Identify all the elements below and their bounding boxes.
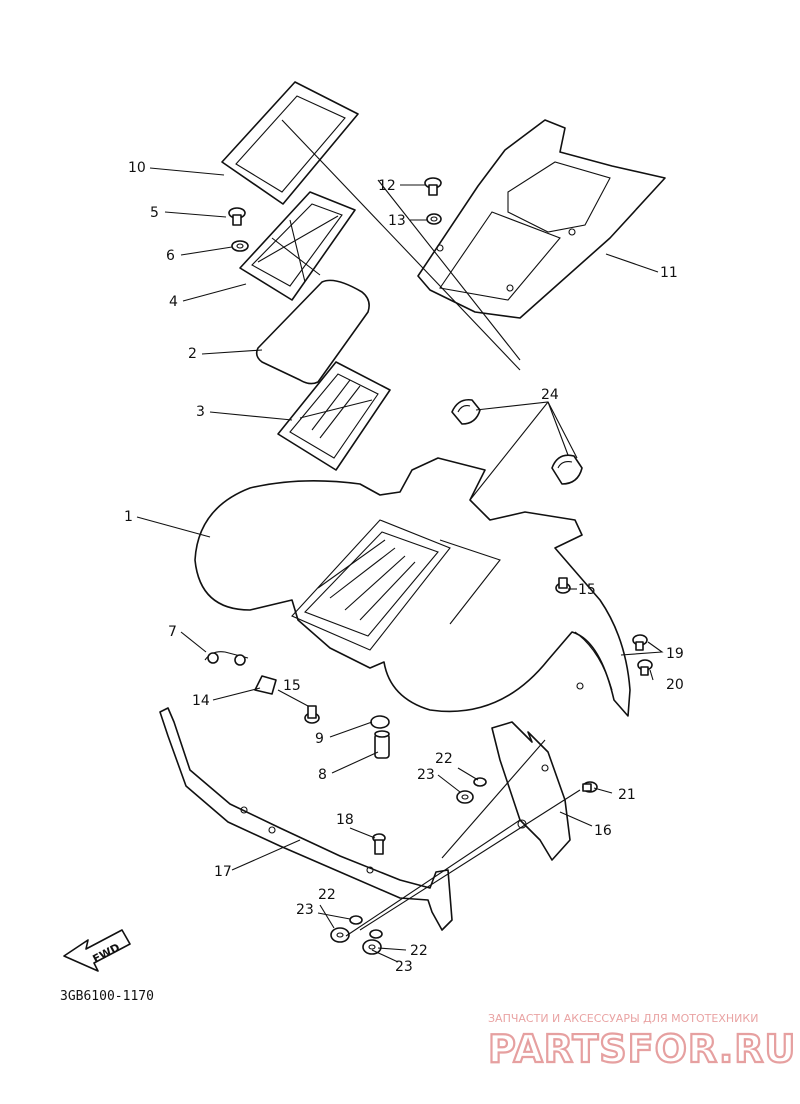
callout-4: 4 bbox=[169, 294, 178, 310]
callout-15-left: 15 bbox=[283, 678, 301, 694]
callout-23-lower-right: 23 bbox=[395, 959, 413, 975]
part-1-rear-fender bbox=[194, 457, 631, 717]
part-2-filter bbox=[255, 279, 370, 385]
part-6-washer bbox=[231, 240, 249, 252]
callout-16: 16 bbox=[594, 823, 612, 839]
part-10-seal bbox=[221, 81, 359, 205]
part-16-flap bbox=[491, 721, 571, 861]
callout-labels: 10 5 6 4 2 3 1 7 14 15 9 8 12 13 11 24 1… bbox=[124, 160, 684, 975]
callout-6: 6 bbox=[166, 248, 175, 264]
callout-8: 8 bbox=[318, 767, 327, 783]
part-21-screw bbox=[582, 781, 598, 793]
callout-1: 1 bbox=[124, 509, 133, 525]
part-24-grommet-a bbox=[451, 398, 481, 425]
part-23-nut-lower-left bbox=[330, 927, 350, 943]
part-15-bolt-left bbox=[304, 705, 320, 724]
callout-23-lower-left: 23 bbox=[296, 902, 314, 918]
callout-20: 20 bbox=[666, 677, 684, 693]
callout-2: 2 bbox=[188, 346, 197, 362]
callout-7: 7 bbox=[168, 624, 177, 640]
part-17-stay bbox=[159, 707, 453, 931]
part-15-bolt-right bbox=[555, 577, 571, 594]
callout-19: 19 bbox=[666, 646, 684, 662]
part-20-screw bbox=[637, 659, 653, 676]
part-8-collar bbox=[374, 730, 390, 759]
part-11-cover bbox=[417, 119, 666, 319]
callout-12: 12 bbox=[378, 178, 396, 194]
callout-18: 18 bbox=[336, 812, 354, 828]
part-13-washer bbox=[426, 213, 442, 225]
callout-13: 13 bbox=[388, 213, 406, 229]
callout-22-lower-left: 22 bbox=[318, 887, 336, 903]
callout-10: 10 bbox=[128, 160, 146, 176]
part-14-clip bbox=[254, 675, 277, 695]
watermark-tagline: ЗАПЧАСТИ И АКСЕССУАРЫ ДЛЯ МОТОТЕХНИКИ bbox=[488, 1012, 758, 1025]
callout-22-upper: 22 bbox=[435, 751, 453, 767]
callout-24: 24 bbox=[541, 387, 559, 403]
part-3-frame bbox=[277, 361, 391, 471]
part-22-washer-lower-right bbox=[369, 929, 383, 939]
callout-5: 5 bbox=[150, 205, 159, 221]
callout-14: 14 bbox=[192, 693, 210, 709]
part-24-grommet-b bbox=[551, 454, 583, 485]
watermark: ЗАПЧАСТИ И АКСЕССУАРЫ ДЛЯ МОТОТЕХНИКИ PA… bbox=[487, 1012, 797, 1072]
part-18-bolt bbox=[372, 833, 386, 855]
callout-9: 9 bbox=[315, 731, 324, 747]
part-23-nut-upper bbox=[456, 790, 474, 804]
callout-17: 17 bbox=[214, 864, 232, 880]
part-9-grommet bbox=[370, 715, 390, 729]
part-19-screw bbox=[632, 634, 648, 651]
callout-3: 3 bbox=[196, 404, 205, 420]
part-12-screw bbox=[424, 177, 442, 196]
callout-21: 21 bbox=[618, 787, 636, 803]
callout-23-upper: 23 bbox=[417, 767, 435, 783]
callout-11: 11 bbox=[660, 265, 678, 281]
part-7-wire bbox=[204, 651, 249, 666]
leader-lines bbox=[136, 119, 664, 963]
part-4-bracket bbox=[239, 191, 356, 301]
part-22-washer-lower-left bbox=[349, 915, 363, 925]
callout-22-lower-right: 22 bbox=[410, 943, 428, 959]
watermark-logo-text: PARTSFOR.RU bbox=[488, 1027, 796, 1071]
fwd-arrow-icon: FWD bbox=[63, 929, 131, 972]
part-23-nut-lower-right bbox=[362, 939, 382, 955]
callout-15-right: 15 bbox=[578, 582, 596, 598]
part-5-screw bbox=[228, 207, 246, 226]
diagram-code: 3GB6100-1170 bbox=[60, 989, 154, 1004]
